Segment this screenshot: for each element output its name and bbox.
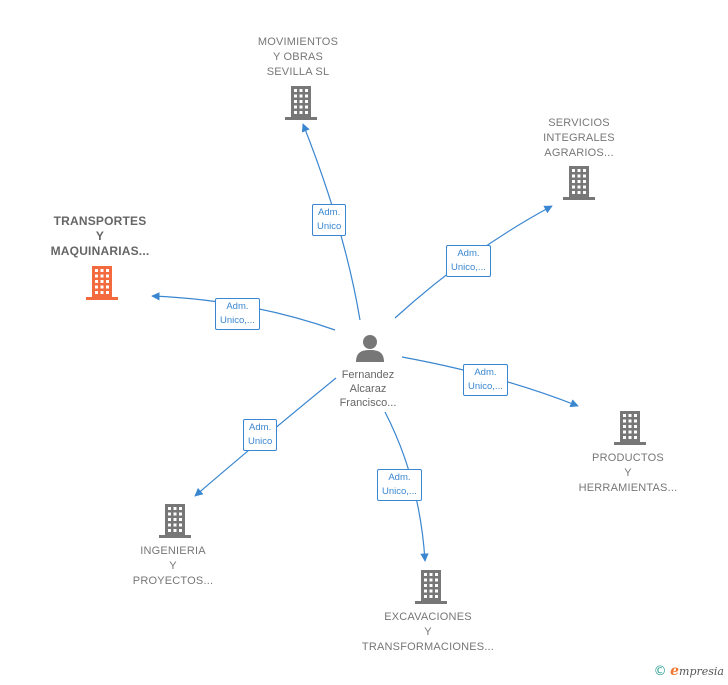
footer-brand: © empresia xyxy=(654,663,724,679)
company-label-ingenieria[interactable]: INGENIERIA Y PROYECTOS... xyxy=(132,545,214,587)
company-label-excavaciones[interactable]: EXCAVACIONES Y TRANSFORMACIONES... xyxy=(361,611,495,653)
company-label-productos[interactable]: PRODUCTOS Y HERRAMIENTAS... xyxy=(578,452,678,494)
company-label-servicios[interactable]: SERVICIOS INTEGRALES AGRARIOS... xyxy=(543,117,615,159)
copyright-icon: © xyxy=(653,664,667,679)
edge-label-ingenieria: Adm. Unico xyxy=(243,419,278,451)
center-person-name[interactable]: Fernandez Alcaraz Francisco... xyxy=(339,369,397,409)
building-icon[interactable] xyxy=(159,504,191,538)
person-icon[interactable] xyxy=(355,333,385,363)
building-icon[interactable] xyxy=(415,570,447,604)
building-icon[interactable] xyxy=(285,86,317,120)
edge-label-productos: Adm. Unico,... xyxy=(463,364,508,396)
building-icon[interactable] xyxy=(563,166,595,200)
building-icon[interactable] xyxy=(86,266,118,300)
company-label-transportes[interactable]: TRANSPORTES Y MAQUINARIAS... xyxy=(50,214,150,258)
edge-label-transportes: Adm. Unico,... xyxy=(215,298,260,330)
edge-label-movimientos: Adm. Unico xyxy=(312,204,347,236)
company-label-movimientos[interactable]: MOVIMIENTOS Y OBRAS SEVILLA SL xyxy=(257,36,339,78)
edge-label-excavaciones: Adm. Unico,... xyxy=(377,469,422,501)
building-icon[interactable] xyxy=(614,411,646,445)
brand-name: mpresia xyxy=(679,665,724,678)
edge-label-servicios: Adm. Unico,... xyxy=(446,245,491,277)
brand-initial: e xyxy=(670,663,680,679)
